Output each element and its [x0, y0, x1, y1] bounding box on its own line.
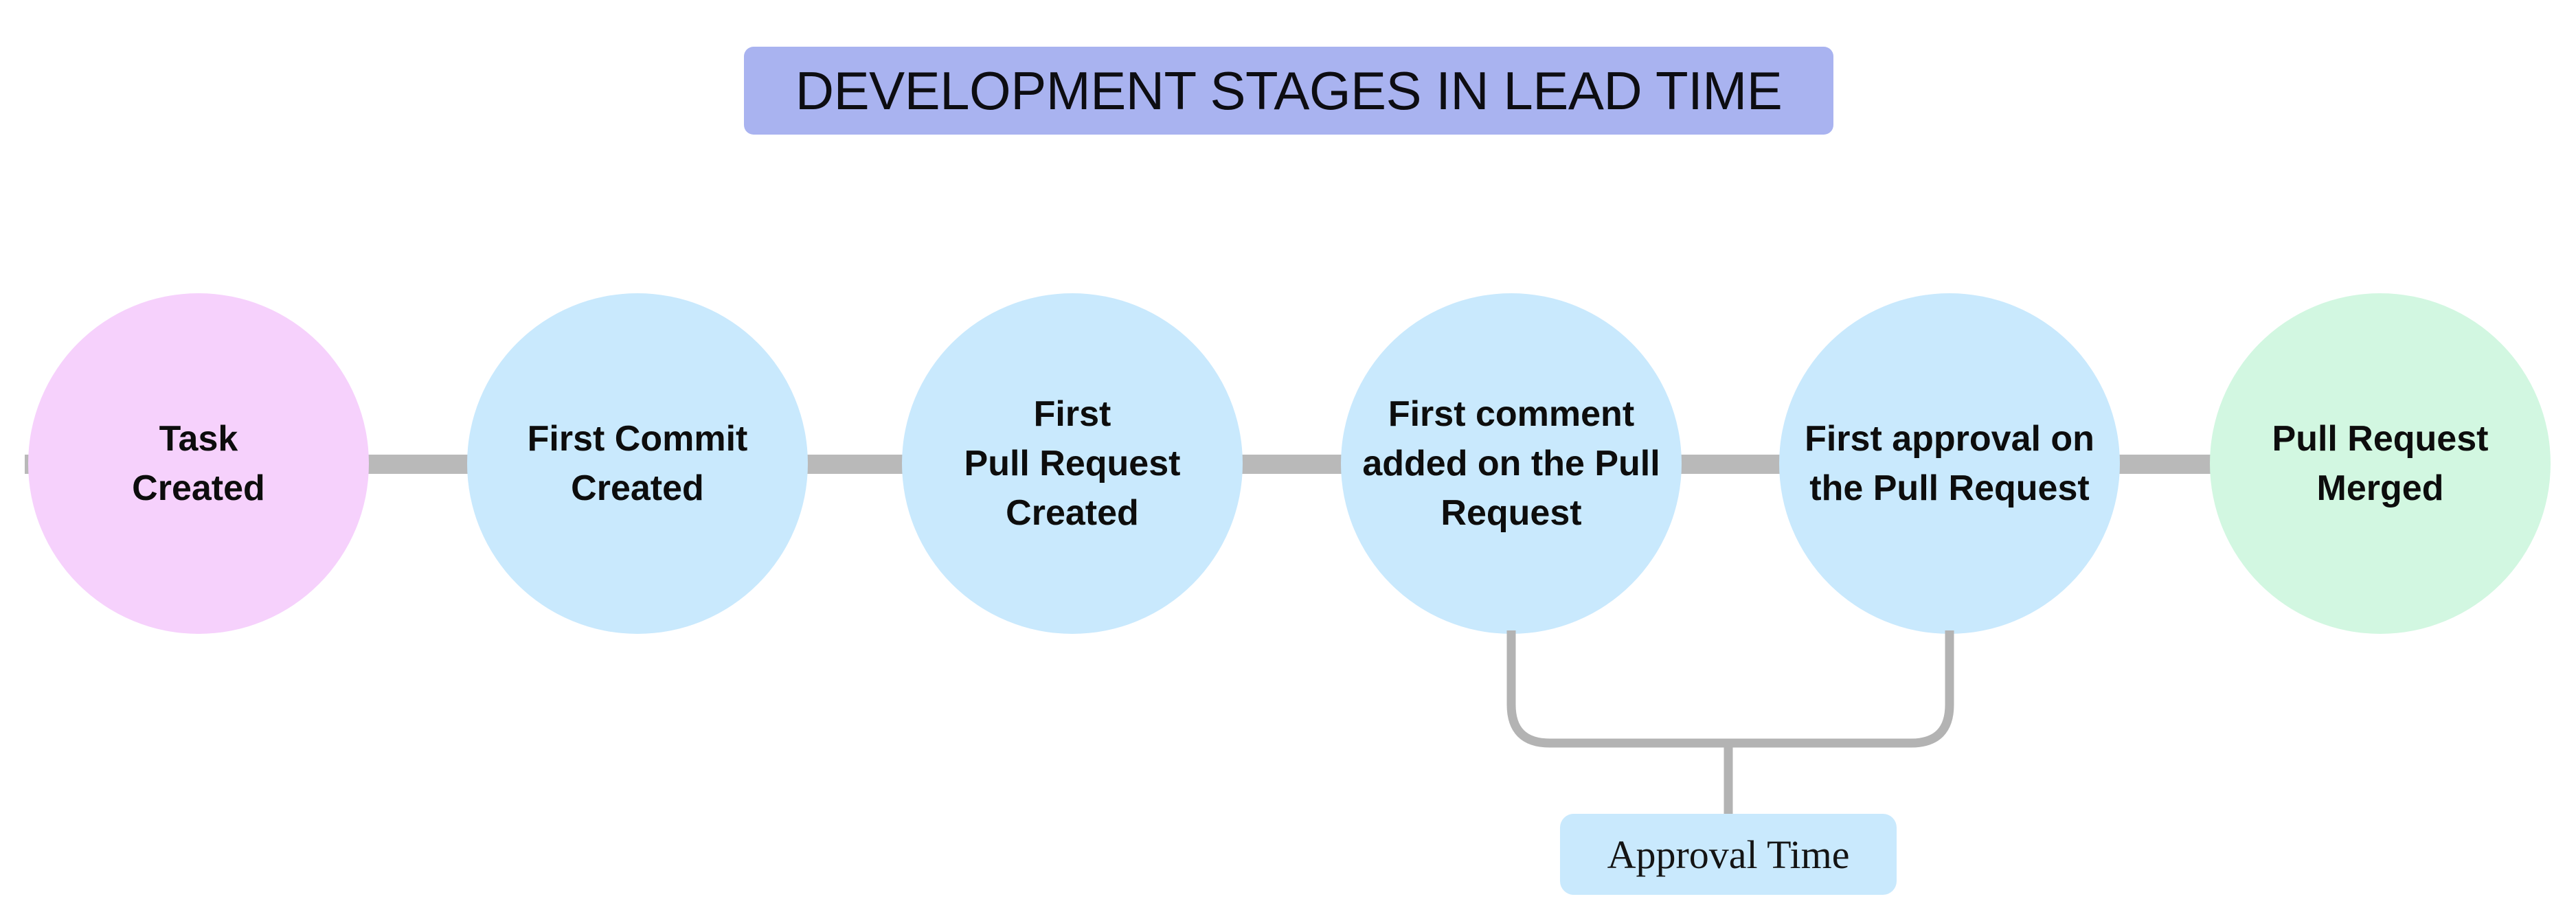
- stage-circle-first-comment-added: First comment added on the Pull Request: [1341, 293, 1682, 634]
- stage-circle-first-pull-request-created: First Pull Request Created: [902, 293, 1243, 634]
- stage-circle-pull-request-merged: Pull Request Merged: [2210, 293, 2551, 634]
- approval-time-label: Approval Time: [1560, 814, 1897, 895]
- stage-label: First Commit Created: [527, 419, 748, 508]
- approval-time-bracket: [1506, 630, 1954, 817]
- stage-circle-first-approval: First approval on the Pull Request: [1779, 293, 2120, 634]
- approval-time-text: Approval Time: [1607, 832, 1850, 877]
- page-title: DEVELOPMENT STAGES IN LEAD TIME: [744, 47, 1833, 135]
- stage-label: First Pull Request Created: [964, 394, 1181, 533]
- page-title-text: DEVELOPMENT STAGES IN LEAD TIME: [795, 60, 1783, 121]
- stage-circle-first-commit-created: First Commit Created: [467, 293, 808, 634]
- bracket-curve: [1506, 630, 1954, 748]
- stage-circle-task-created: Task Created: [28, 293, 369, 634]
- stage-label: Task Created: [132, 419, 265, 508]
- stage-label: Pull Request Merged: [2272, 419, 2489, 508]
- stage-label: First comment added on the Pull Request: [1362, 394, 1660, 533]
- stage-label: First approval on the Pull Request: [1805, 419, 2094, 508]
